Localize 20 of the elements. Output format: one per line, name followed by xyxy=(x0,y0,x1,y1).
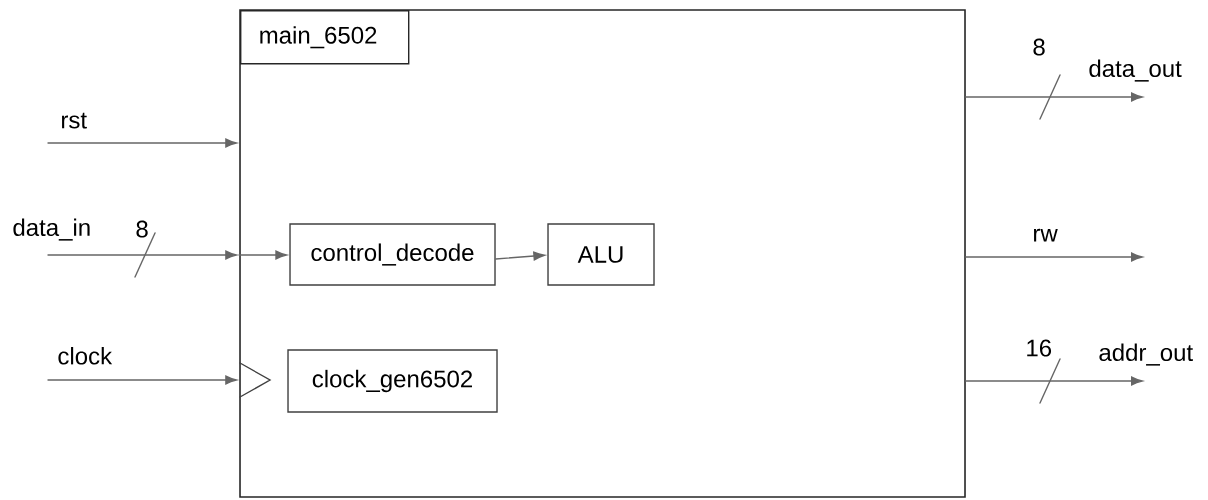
signal-label: addr_out xyxy=(1099,343,1193,366)
signal-label: rw xyxy=(1034,228,1058,242)
arrow xyxy=(965,252,1143,262)
arrow xyxy=(965,376,1143,386)
block-box: clock_gen6502 xyxy=(287,349,498,413)
bus-width: 8 xyxy=(136,220,148,238)
signal-label: clock xyxy=(58,347,113,365)
arrow xyxy=(495,251,545,261)
arrow xyxy=(47,375,237,385)
block-box: control_decode xyxy=(289,223,496,286)
signal-label: data_in xyxy=(13,218,90,241)
block-box: ALU xyxy=(547,223,655,286)
arrow xyxy=(47,250,237,260)
signal-label: data_out xyxy=(1089,59,1182,82)
bus-width: 8 xyxy=(1033,38,1045,56)
arrow xyxy=(238,250,287,260)
signal-label: rst xyxy=(62,112,87,129)
bus-width: 16 xyxy=(1027,339,1052,357)
arrow xyxy=(47,138,237,148)
arrow xyxy=(965,92,1143,102)
